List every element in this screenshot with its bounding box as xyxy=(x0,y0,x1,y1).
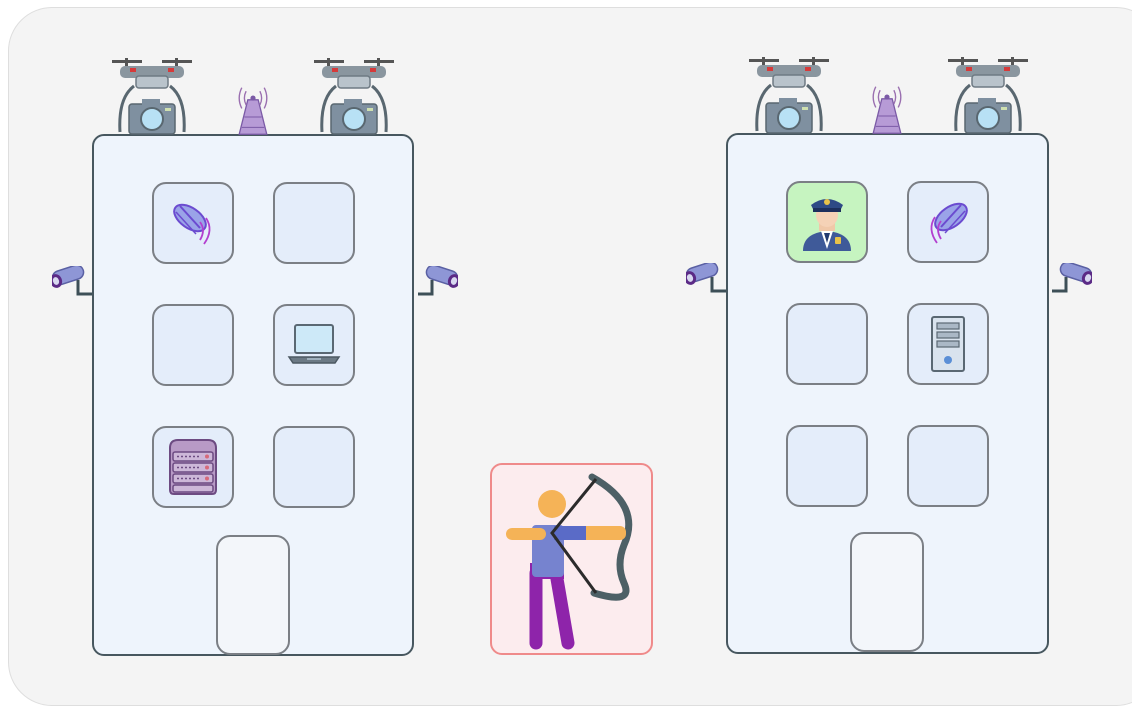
right-window-1 xyxy=(786,181,868,263)
satellite-dish-icon xyxy=(929,199,971,244)
drone-camera-icon xyxy=(112,58,192,136)
right-window-6 xyxy=(907,425,989,507)
drone-camera-icon xyxy=(749,57,829,135)
police-officer-icon xyxy=(803,199,851,251)
laptop-icon xyxy=(287,324,341,364)
left-window-1 xyxy=(152,182,234,264)
cctv-camera-icon xyxy=(1050,263,1092,293)
right-window-4 xyxy=(907,303,989,385)
right-door xyxy=(850,532,924,652)
drone-camera-icon xyxy=(948,57,1028,135)
left-door xyxy=(216,535,290,655)
right-window-3 xyxy=(786,303,868,385)
radio-tower-icon xyxy=(872,86,902,134)
drone-camera-icon xyxy=(314,58,394,136)
cctv-camera-icon xyxy=(52,266,94,296)
cctv-camera-icon xyxy=(416,266,458,296)
archer-panel xyxy=(490,463,653,655)
archer-icon xyxy=(506,473,633,650)
left-window-2 xyxy=(273,182,355,264)
left-window-3 xyxy=(152,304,234,386)
server-tower-icon xyxy=(931,316,965,372)
satellite-dish-icon xyxy=(170,200,212,245)
right-window-2 xyxy=(907,181,989,263)
left-window-6 xyxy=(273,426,355,508)
server-rack-icon xyxy=(169,439,217,495)
left-window-4 xyxy=(273,304,355,386)
radio-tower-icon xyxy=(238,87,268,135)
cctv-camera-icon xyxy=(686,263,728,293)
left-window-5 xyxy=(152,426,234,508)
right-window-5 xyxy=(786,425,868,507)
